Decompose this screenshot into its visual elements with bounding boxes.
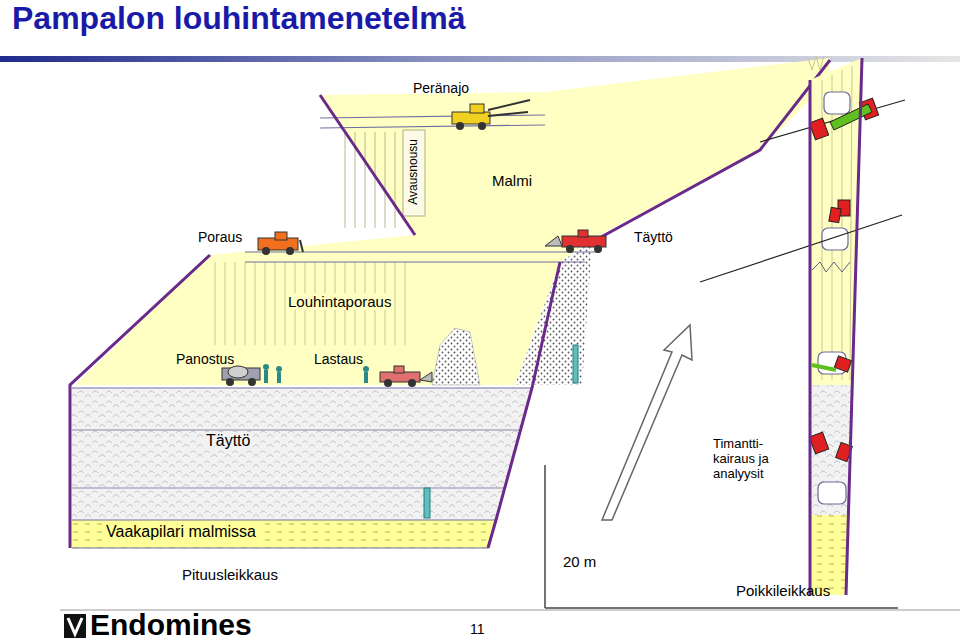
ore-boundary: [70, 60, 830, 548]
vein-boundary: [810, 58, 862, 595]
pillar-label: Vaakapilari malmissa: [104, 523, 258, 541]
raise: [403, 130, 425, 216]
step-label: Lastaus: [314, 351, 363, 367]
note-label: Timantti- kairaus ja analyysit: [713, 437, 793, 482]
post: [424, 488, 430, 518]
loader: [380, 366, 432, 387]
ore-body: [75, 58, 830, 385]
view-label: Pituusleikkaus: [182, 566, 278, 583]
drill-holes: [345, 132, 395, 228]
production-drill-holes: [215, 262, 405, 345]
boom: [830, 104, 872, 130]
loader: [545, 230, 606, 253]
ore-label: Malmi: [492, 172, 532, 189]
drill-rig: [452, 100, 530, 130]
slide-title: Pampalon louhintamenetelmä: [12, 0, 465, 37]
levels: [72, 115, 600, 548]
step-label: Poraus: [198, 229, 242, 245]
scale-bar: [545, 607, 898, 609]
level-label: Peränajo: [413, 80, 469, 96]
advance-arrow: [602, 325, 692, 520]
backfill: [515, 242, 592, 385]
logo-mark: [64, 614, 86, 638]
horizontal-pillar: [72, 520, 496, 548]
lower-fill: [72, 388, 532, 520]
step-label: Louhintaporaus: [286, 293, 393, 310]
post: [573, 345, 578, 383]
drill-rig-section: [809, 98, 878, 461]
blasted-ore-pile: [432, 328, 480, 385]
company-logo: Endomines: [90, 608, 252, 642]
step-label: Panostus: [176, 351, 234, 367]
step-label: Täyttö: [634, 229, 673, 245]
cross-section-vein: [810, 58, 862, 595]
page-number: 11: [470, 621, 485, 637]
fill-label: Täyttö: [204, 432, 252, 450]
charging-truck: [222, 364, 369, 386]
scale-label: 20 m: [563, 553, 596, 570]
scale-bar: [544, 465, 546, 608]
view-label: Poikkileikkaus: [736, 582, 830, 599]
raise-label: Avausnousu: [407, 139, 421, 205]
drill-rig: [258, 232, 303, 255]
